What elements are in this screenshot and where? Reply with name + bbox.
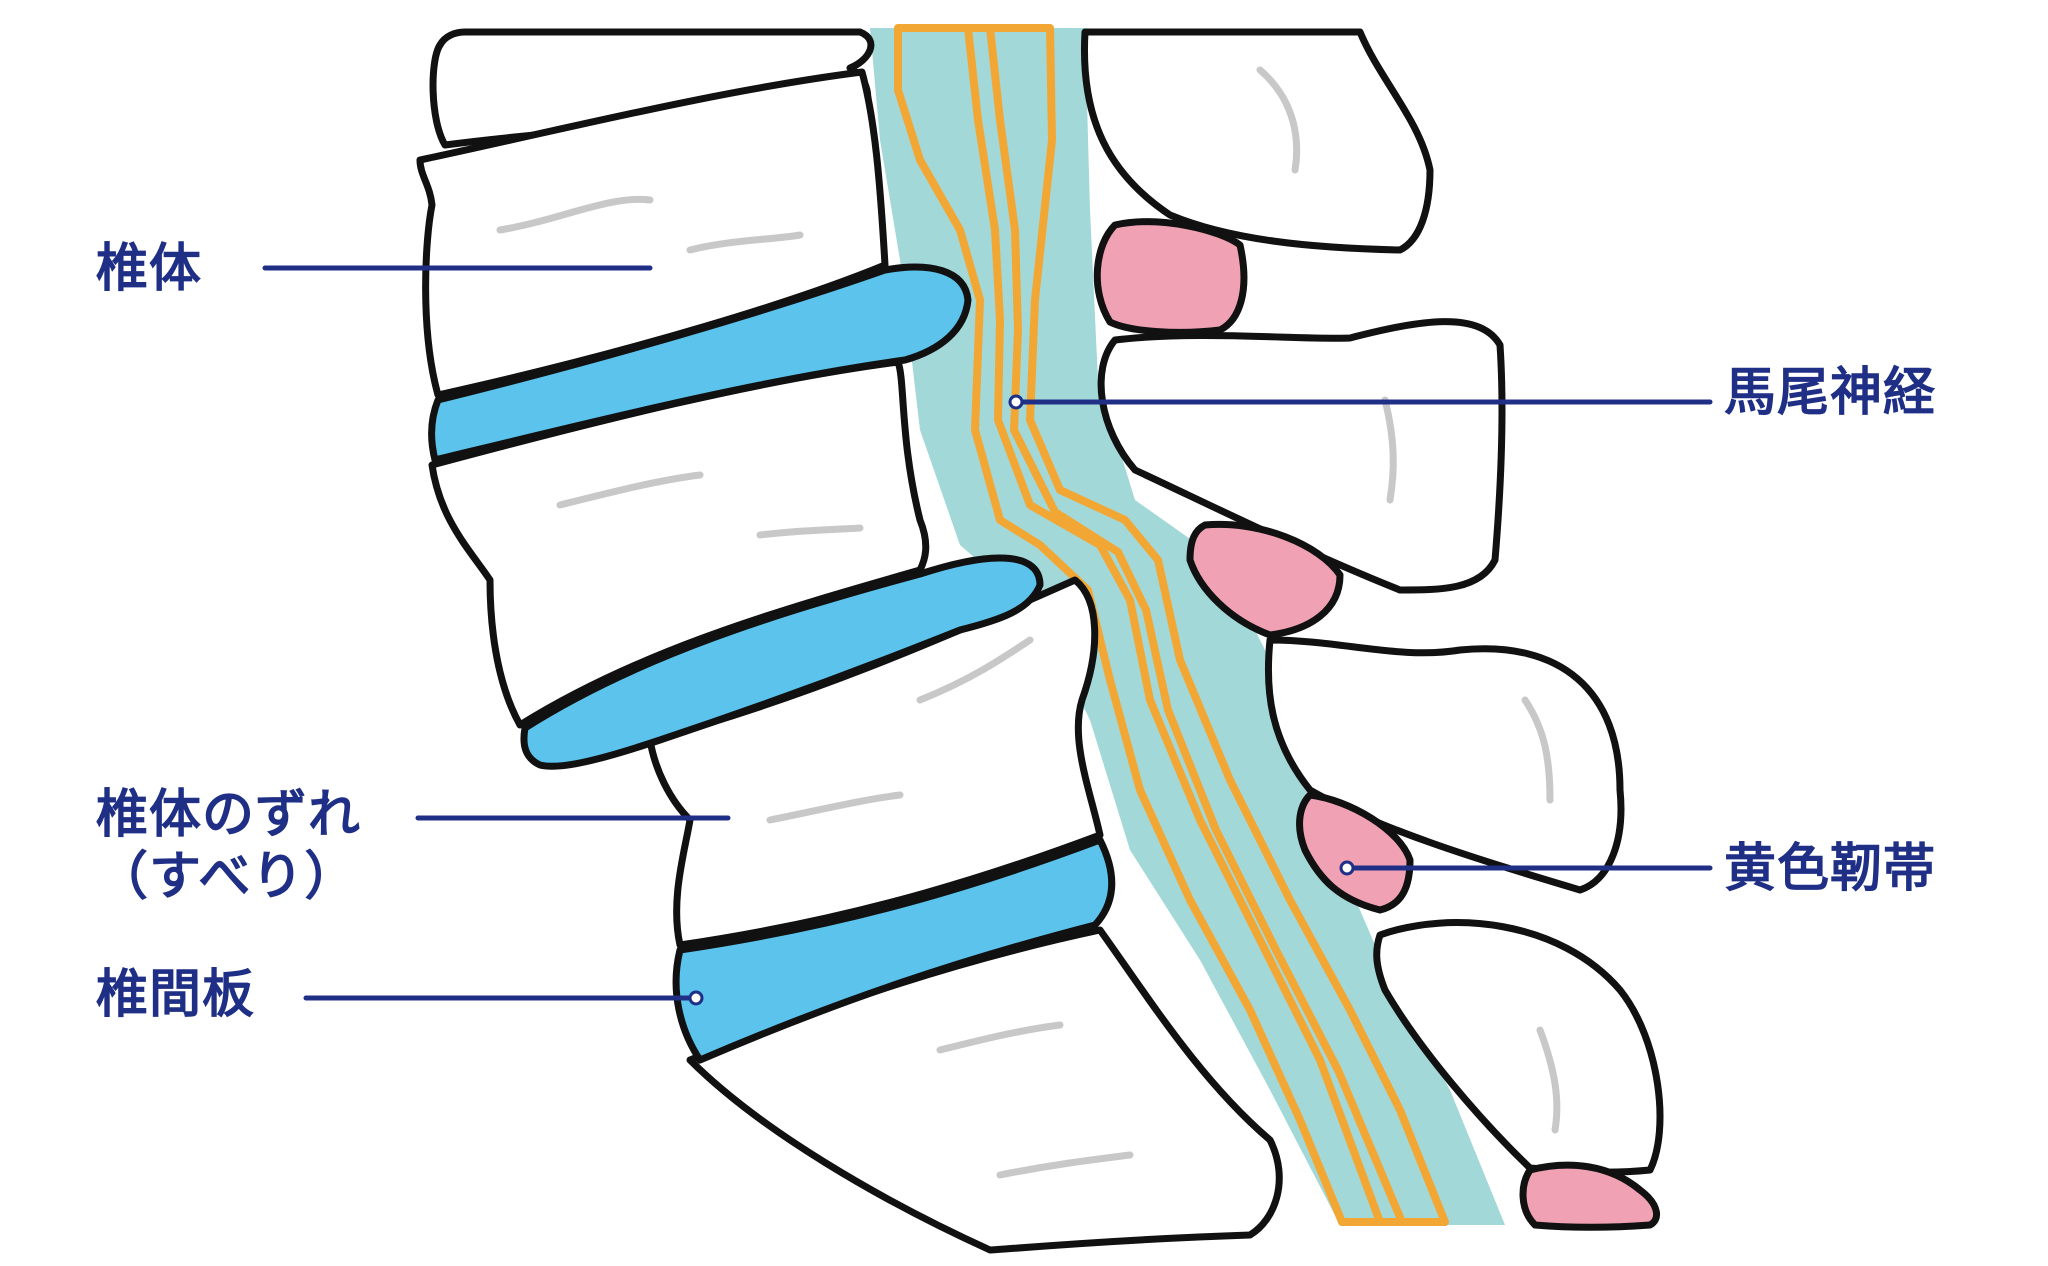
label-cauda-equina: 馬尾神経 [1724,363,1937,423]
process-1 [1080,28,1434,254]
label-vertebral-slip-paren: （すべり） [96,847,358,907]
shade-stroke [686,231,804,254]
shade-stroke [556,471,704,509]
ligament-3 [1296,791,1414,914]
shade-stroke [1381,396,1397,504]
label-vertebral-slip: 椎体のずれ [96,785,362,845]
bone-shading [496,66,1561,1179]
intervertebral-discs [428,263,1116,1064]
ligament-2 [1186,520,1344,639]
endpoint-dot [1339,860,1355,876]
shade-stroke [916,636,1034,704]
shade-stroke [1536,1026,1561,1134]
label-intervertebral-disc: 椎間板 [96,965,256,1025]
endpoint-dot [1008,394,1024,410]
ligamentum-flavum [1093,218,1660,1231]
ligament-1 [1093,218,1248,336]
vertebral-bodies [416,28,1283,1254]
label-ligamentum-flavum: 黄色靭帯 [1724,839,1937,899]
shade-stroke [496,195,654,234]
spinal-canal [870,28,1505,1225]
process-4 [1373,919,1664,1176]
shade-stroke [1521,696,1554,804]
shade-stroke [936,1021,1064,1054]
cauda-equina [894,24,1449,1226]
shade-stroke [996,1151,1134,1179]
ligament-4 [1519,1161,1660,1231]
shade-stroke [766,791,904,824]
nerve-fiber [986,27,1406,1224]
disc-2 [520,554,1044,770]
disc-1 [428,263,972,464]
shade-stroke [756,524,864,539]
label-vertebral-body: 椎体 [96,239,203,299]
endpoint-dot [688,990,704,1006]
process-3 [1264,636,1625,894]
leader-endpoints [688,394,1355,1006]
disc-3 [672,836,1116,1064]
nerve-bundle-outline [894,24,1449,1226]
posterior-elements [1080,28,1664,1176]
leader-lines [262,265,1713,1001]
process-2 [1097,318,1506,594]
shade-stroke [1256,66,1301,174]
